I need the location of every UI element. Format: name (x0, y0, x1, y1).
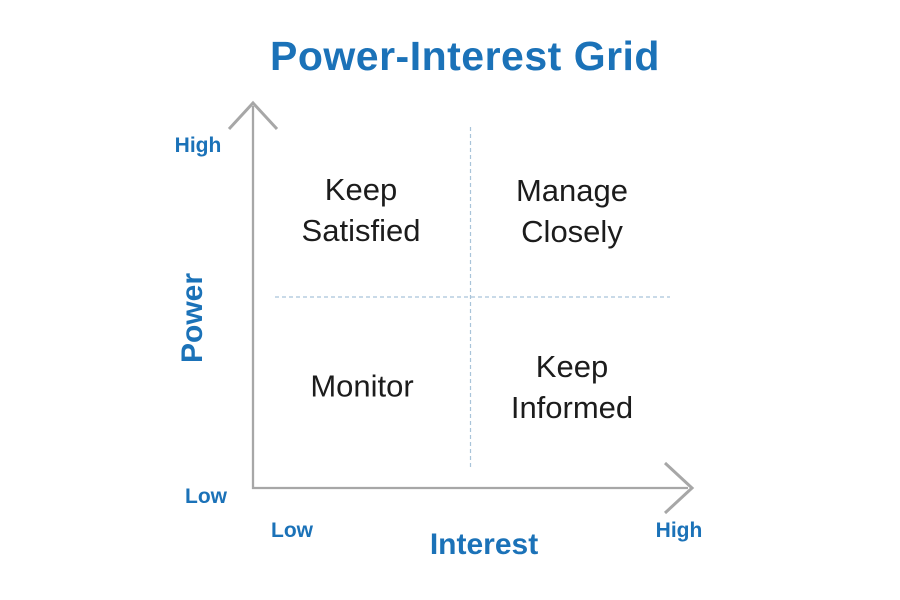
x-axis-arrowhead-icon (663, 461, 695, 515)
quadrant-keep-informed: Keep Informed (510, 349, 634, 425)
x-axis-tick-high: High (655, 519, 703, 542)
y-axis-arrowhead-icon (227, 100, 279, 131)
quadrant-monitor: Monitor (310, 368, 414, 404)
y-axis-title: Power (176, 272, 209, 364)
y-axis-tick-high: High (174, 134, 222, 157)
quadrant-manage-closely: Manage Closely (515, 173, 629, 249)
x-axis-title: Interest (429, 528, 539, 561)
page-title: Power-Interest Grid (270, 33, 660, 79)
quadrant-keep-satisfied: Keep Satisfied (301, 172, 421, 248)
x-axis-tick-low: Low (271, 519, 313, 542)
y-axis-tick-low: Low (185, 485, 227, 508)
